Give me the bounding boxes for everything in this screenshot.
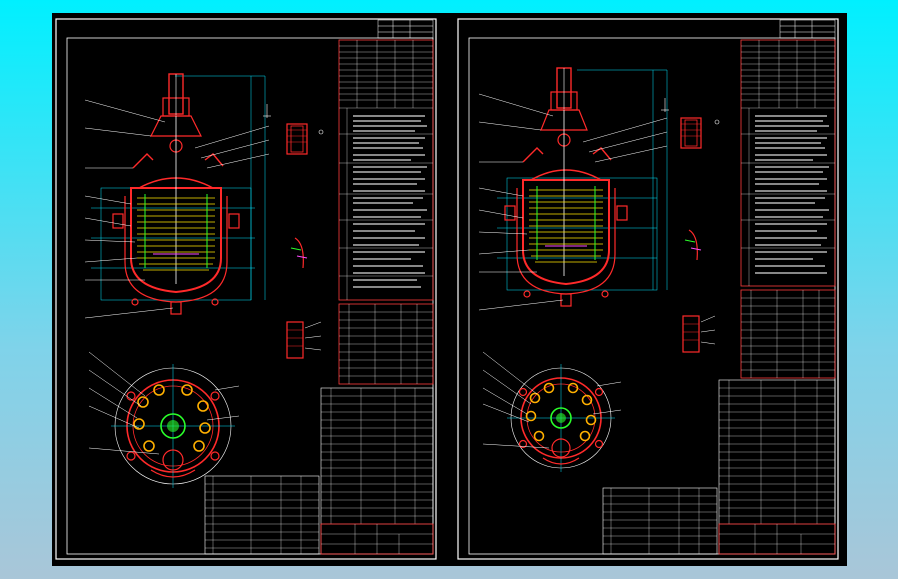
- reactor-drawing-right: [457, 18, 839, 560]
- cad-canvas: [52, 13, 847, 566]
- reactor-plan-view: [482, 351, 622, 472]
- parts-list-lower: [204, 475, 320, 555]
- reactor-elevation: [478, 67, 669, 311]
- drawing-sheet-left: [55, 18, 437, 560]
- reactor-drawing-left: [55, 18, 437, 560]
- detail-views: [286, 123, 324, 359]
- parts-list: [718, 379, 836, 555]
- parts-list: [320, 387, 434, 555]
- spec-table: [740, 39, 836, 379]
- title-block-top: [377, 19, 434, 39]
- drawing-sheet-right: [457, 18, 839, 560]
- outer-border: [457, 18, 839, 560]
- parts-list-lower: [602, 487, 718, 555]
- title-block-top: [779, 19, 836, 39]
- reactor-elevation: [84, 73, 271, 319]
- reactor-plan-view: [88, 351, 240, 488]
- spec-table: [338, 39, 434, 385]
- detail-views: [680, 117, 720, 353]
- outer-border: [55, 18, 437, 560]
